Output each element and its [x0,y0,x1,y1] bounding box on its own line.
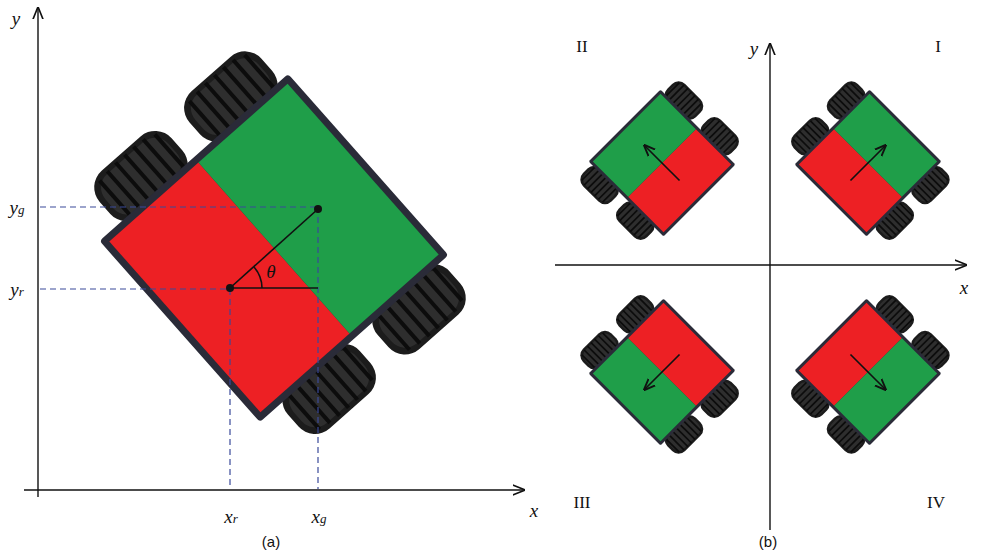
robot-figure-a [66,36,483,461]
angle-label: θ [266,262,275,281]
axis-name: x [530,501,538,520]
coordinate-label: yr [10,280,24,299]
robot-quadrant-2 [573,74,750,251]
axis-name: y [12,9,20,28]
heading-angle [230,209,318,288]
axes-a [24,8,524,497]
axes-b [555,44,966,530]
quadrant-number: I [935,38,941,55]
panel-caption: (a) [262,534,280,549]
axis-name: x [960,278,968,297]
quadrant-number: IV [927,494,945,511]
quadrant-number: II [576,38,587,55]
coordinate-label: xg [312,507,327,526]
green-center-dot [314,205,322,213]
coordinate-label: yg [10,198,25,217]
panel-caption: (b) [759,534,777,549]
axis-name: y [750,39,758,58]
robot-quadrant-1 [779,74,956,251]
robot-quadrant-3 [573,283,750,460]
quadrant-number: III [574,494,591,511]
coordinate-label: xr [224,507,238,526]
projection-lines [40,207,318,489]
red-center-dot [226,284,234,292]
robot-quadrant-4 [779,283,956,460]
